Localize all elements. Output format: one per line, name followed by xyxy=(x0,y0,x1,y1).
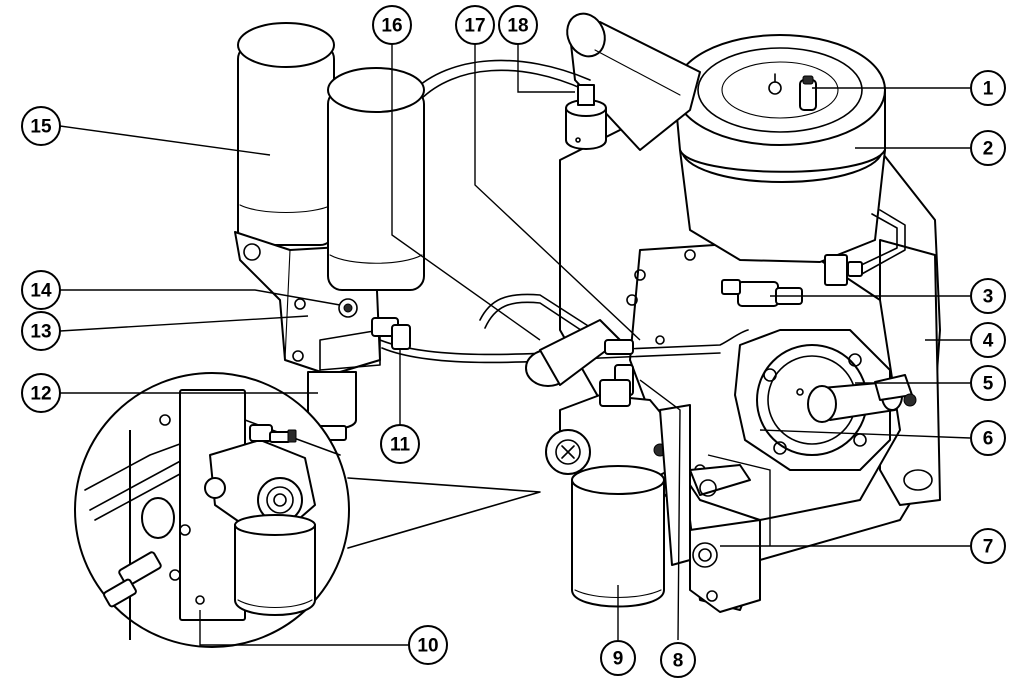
callout-label: 9 xyxy=(613,649,624,670)
callout-label: 8 xyxy=(673,651,684,672)
callout-11: 11 xyxy=(380,424,420,464)
oil-filter-canister xyxy=(571,465,665,608)
callout-4: 4 xyxy=(970,322,1006,358)
callout-10: 10 xyxy=(408,625,448,665)
intake-duct xyxy=(566,12,701,151)
callout-label: 18 xyxy=(507,16,528,37)
callout-9: 9 xyxy=(600,640,636,676)
check-valve xyxy=(565,84,607,150)
callout-17: 17 xyxy=(455,5,495,45)
filter-canister-rear xyxy=(237,22,335,246)
callout-6: 6 xyxy=(970,420,1006,456)
callout-label: 6 xyxy=(983,429,994,450)
callout-label: 3 xyxy=(983,287,994,308)
callout-label: 2 xyxy=(983,139,994,160)
callout-label: 7 xyxy=(983,537,994,558)
callout-3: 3 xyxy=(970,278,1006,314)
callout-8: 8 xyxy=(660,642,696,678)
callout-5: 5 xyxy=(970,365,1006,401)
callout-7: 7 xyxy=(970,528,1006,564)
callout-15: 15 xyxy=(21,106,61,146)
callout-label: 12 xyxy=(30,384,51,405)
lower-bracket xyxy=(599,379,751,566)
callout-label: 15 xyxy=(30,117,52,138)
callout-label: 11 xyxy=(390,435,411,456)
callout-12: 12 xyxy=(21,373,61,413)
callout-label: 17 xyxy=(464,16,485,37)
callout-label: 1 xyxy=(983,79,994,100)
detail-view xyxy=(74,372,541,648)
pipe-fitting xyxy=(371,317,411,350)
callout-label: 5 xyxy=(983,374,994,395)
callout-label: 4 xyxy=(983,331,994,352)
callout-13: 13 xyxy=(21,311,61,351)
pressure-sensor xyxy=(721,254,863,307)
callout-label: 13 xyxy=(30,322,51,343)
callout-16: 16 xyxy=(372,5,412,45)
filter-canister-front xyxy=(327,67,425,291)
leader-lines xyxy=(59,42,971,646)
drive-shaft xyxy=(807,374,917,423)
callout-14: 14 xyxy=(21,270,61,310)
callout-1: 1 xyxy=(970,70,1006,106)
callout-2: 2 xyxy=(970,130,1006,166)
callout-18: 18 xyxy=(498,5,538,45)
callout-label: 16 xyxy=(381,16,402,37)
callout-label: 10 xyxy=(417,636,438,657)
air-filter xyxy=(674,34,886,263)
callout-label: 14 xyxy=(30,281,52,302)
